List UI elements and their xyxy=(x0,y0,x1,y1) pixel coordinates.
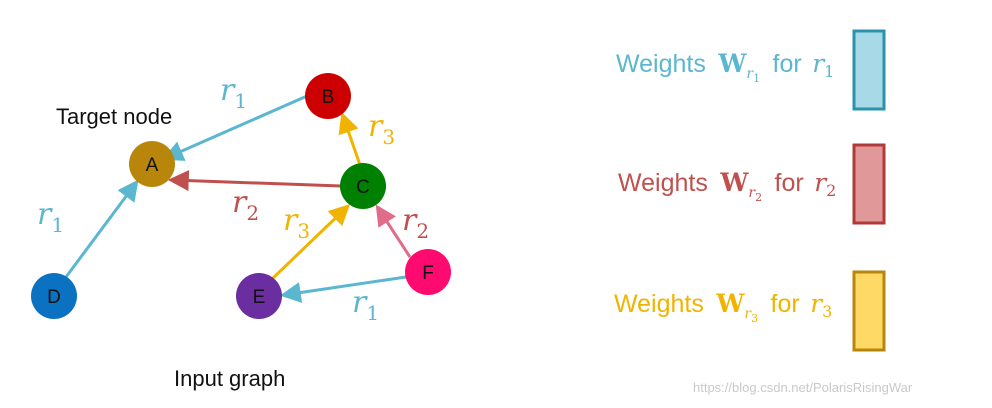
legend-row-r3: Weights Wr3 for r3 xyxy=(614,270,886,352)
legend-r2-for: for xyxy=(775,169,804,197)
legend-row-r1: Weights Wr1 for r1 xyxy=(616,29,886,111)
node-d: D xyxy=(31,273,77,319)
node-c: C xyxy=(340,163,386,209)
node-e-label: E xyxy=(253,287,266,308)
node-e: E xyxy=(236,273,282,319)
edge-c-to-a xyxy=(167,170,342,192)
edge-label-f-e: r1 xyxy=(352,285,379,325)
node-b: B xyxy=(305,73,351,119)
edge-d-to-a xyxy=(64,179,139,278)
edge-c-to-b xyxy=(338,112,362,166)
edge-label-c-a: r2 xyxy=(232,185,259,225)
svg-text:Weights Wr1 for: Weights Wr1 for r1 xyxy=(616,49,834,86)
legend-r3-for: for xyxy=(771,290,800,318)
graph-caption: Input graph xyxy=(174,366,285,391)
legend-r1-word: Weights xyxy=(616,50,706,78)
edge-b-to-a xyxy=(162,94,308,161)
legend-r1-for: for xyxy=(773,50,802,78)
node-c-label: C xyxy=(356,177,370,198)
weight-block-r1 xyxy=(852,29,886,111)
legend-r3-word: Weights xyxy=(614,290,704,318)
legend-r3-w: W xyxy=(715,289,745,318)
node-a-label: A xyxy=(146,155,159,176)
edge-label-c-b: r3 xyxy=(368,109,395,149)
svg-text:Weights Wr3 for: Weights Wr3 for r3 xyxy=(614,289,832,326)
edge-label-b-a: r1 xyxy=(220,73,247,113)
edge-f-to-c xyxy=(375,204,412,258)
legend-r1-w: W xyxy=(717,49,747,78)
weight-block-r3 xyxy=(852,270,886,352)
node-a: A xyxy=(129,141,175,187)
node-f-label: F xyxy=(422,263,434,284)
node-d-label: D xyxy=(47,287,61,308)
weight-block-r2 xyxy=(852,143,886,225)
edge-label-e-c: r3 xyxy=(283,203,310,243)
svg-text:Weights Wr2 for: Weights Wr2 for r2 xyxy=(618,168,836,205)
edge-label-d-a: r1 xyxy=(37,197,64,237)
node-b-label: B xyxy=(322,87,335,108)
node-f: F xyxy=(405,249,451,295)
edge-label-f-c: r2 xyxy=(402,203,429,243)
legend-r2-word: Weights xyxy=(618,169,708,197)
target-node-label: Target node xyxy=(56,104,172,129)
watermark: https://blog.csdn.net/PolarisRisingWar xyxy=(693,380,913,395)
legend-row-r2: Weights Wr2 for r2 xyxy=(618,143,886,225)
edge-f-to-e xyxy=(279,275,407,303)
edge-e-to-c xyxy=(270,204,351,281)
legend-r2-w: W xyxy=(719,168,749,197)
